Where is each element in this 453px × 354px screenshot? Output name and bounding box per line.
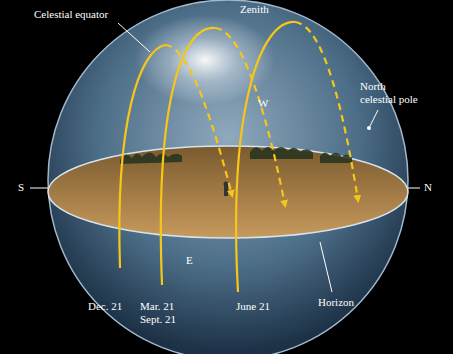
direction-letter: W — [258, 97, 268, 110]
pole-label: North celestial pole — [360, 80, 422, 105]
horizon-label: Horizon — [318, 296, 354, 309]
direction-letter: N — [424, 181, 432, 194]
zenith-label: Zenith — [240, 3, 269, 16]
date-label: Dec. 21 — [88, 300, 122, 313]
date-label: June 21 — [236, 300, 270, 313]
date-label: Mar. 21 Sept. 21 — [140, 300, 180, 325]
celestial-equator-label: Celestial equator — [34, 8, 108, 21]
direction-letter: E — [186, 254, 193, 267]
direction-letter: S — [18, 181, 24, 194]
